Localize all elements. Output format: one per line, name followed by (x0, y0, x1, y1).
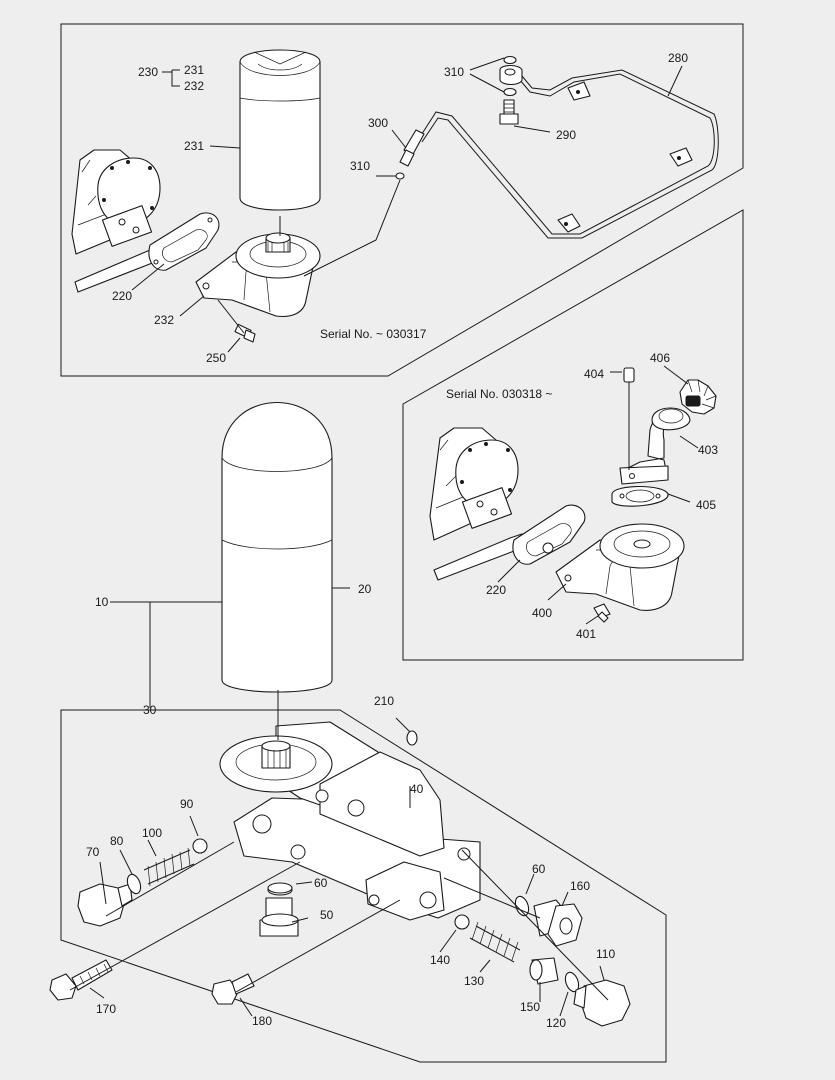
label-405: 405 (696, 498, 716, 512)
plug-160 (533, 899, 583, 947)
fitting-300 (303, 129, 425, 277)
label-310-top: 310 (350, 159, 370, 173)
label-120: 120 (546, 1016, 566, 1030)
part-labels: Serial No. ~ 030317 Serial No. 030318 ~ … (86, 51, 718, 1030)
gasket-405 (611, 486, 669, 507)
oil-pipe-280 (417, 69, 719, 239)
label-30: 30 (143, 703, 157, 717)
label-230: 230 (138, 65, 158, 79)
label-20: 20 (358, 582, 372, 596)
spring-100 (143, 847, 195, 887)
label-100: 100 (142, 826, 162, 840)
gasket-220-top (148, 212, 220, 271)
filter-head-assembly (219, 721, 481, 921)
label-403: 403 (698, 443, 718, 457)
fitting-50 (259, 884, 299, 937)
label-60-right: 60 (532, 862, 546, 876)
gasket-220-right (512, 504, 586, 565)
label-401: 401 (576, 627, 596, 641)
label-231-group: 231 (184, 63, 204, 77)
label-210: 210 (374, 694, 394, 708)
label-180: 180 (252, 1014, 272, 1028)
bolt-401 (593, 603, 611, 623)
label-40: 40 (410, 782, 424, 796)
label-404: 404 (584, 367, 604, 381)
bolt-250 (217, 299, 256, 343)
label-400: 400 (532, 606, 552, 620)
filter-cartridge-231 (239, 49, 321, 211)
plug-70 (77, 883, 133, 927)
label-231: 231 (184, 139, 204, 153)
bolt-404 (623, 367, 635, 470)
label-232-group: 232 (184, 79, 204, 93)
label-90: 90 (180, 797, 194, 811)
label-140: 140 (430, 953, 450, 967)
ball-90 (192, 838, 208, 854)
serial-late-label: Serial No. 030318 ~ (446, 387, 552, 401)
label-160: 160 (570, 879, 590, 893)
plug-110 (573, 979, 631, 1027)
label-50: 50 (320, 908, 334, 922)
oil-filter-20 (221, 402, 333, 693)
spring-130 (469, 921, 521, 963)
label-406: 406 (650, 351, 670, 365)
label-130: 130 (464, 974, 484, 988)
engine-block-right (429, 427, 523, 581)
label-232: 232 (154, 313, 174, 327)
panel-right-late-serial (402, 209, 744, 661)
ball-140 (454, 914, 470, 930)
banjo-fitting-310-290 (499, 55, 523, 125)
o-ring-60-lower (267, 882, 293, 894)
label-280: 280 (668, 51, 688, 65)
engine-block-top (71, 149, 161, 293)
label-170: 170 (96, 1002, 116, 1016)
bolt-180 (211, 973, 255, 1005)
label-110: 110 (596, 947, 615, 961)
serial-early-label: Serial No. ~ 030317 (320, 327, 427, 341)
label-220-top: 220 (112, 289, 132, 303)
bolt-170 (49, 959, 113, 1001)
label-290: 290 (556, 128, 576, 142)
label-10: 10 (95, 595, 109, 609)
cap-406 (679, 379, 717, 415)
panel-top-early-serial (60, 23, 744, 377)
label-250: 250 (206, 351, 226, 365)
label-80: 80 (110, 834, 124, 848)
o-ring-80 (126, 873, 142, 895)
filter-head-top (235, 232, 321, 279)
label-60-lower: 60 (314, 876, 328, 890)
o-ring-60-right (514, 895, 530, 917)
plunger-150 (529, 957, 559, 985)
panel-bottom-filter-head (60, 709, 667, 1063)
label-300: 300 (368, 116, 388, 130)
leader-lines (69, 57, 699, 1017)
label-310-right: 310 (444, 65, 464, 79)
label-150: 150 (520, 1000, 540, 1014)
o-ring-210 (406, 730, 418, 746)
label-220-right: 220 (486, 583, 506, 597)
label-70: 70 (86, 845, 100, 859)
elbow-pipe-403 (619, 407, 691, 485)
bracket-400 (555, 523, 685, 611)
